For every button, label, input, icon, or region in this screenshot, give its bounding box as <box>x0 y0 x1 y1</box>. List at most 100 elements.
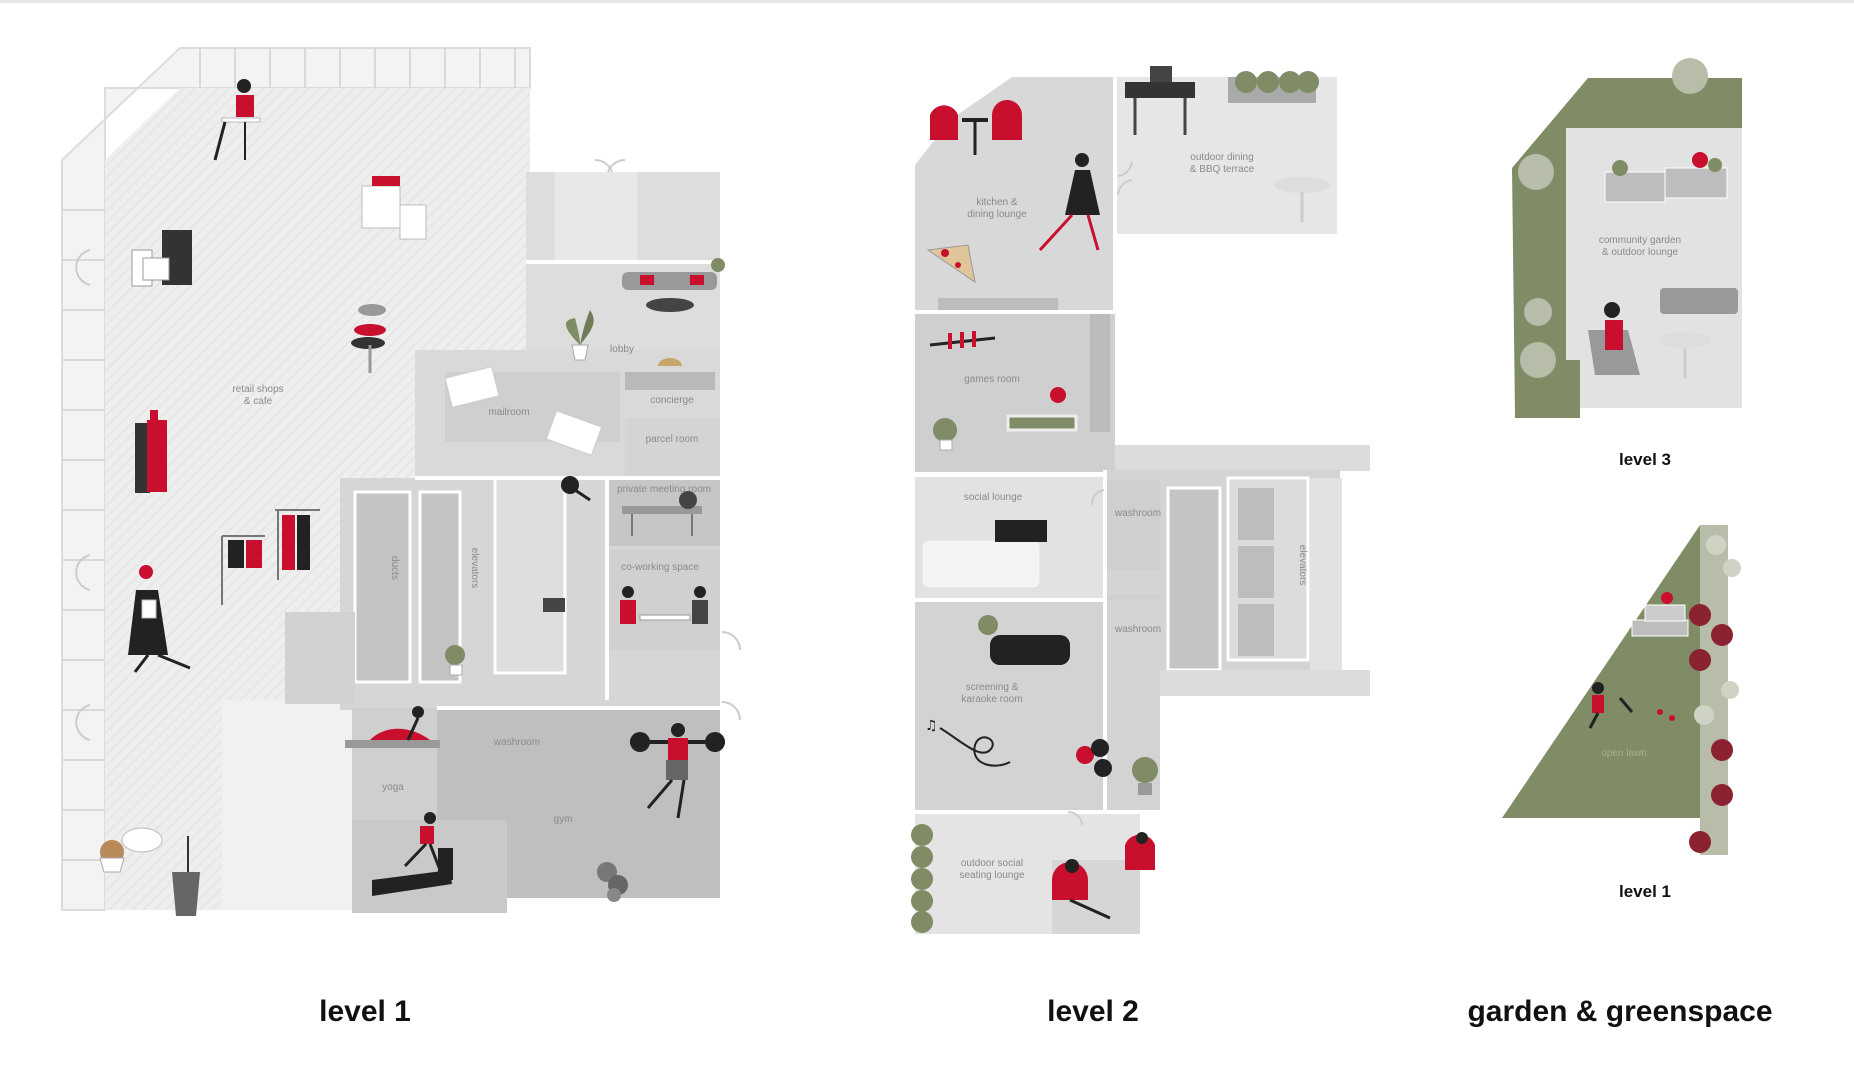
svg-text:♫: ♫ <box>925 718 938 734</box>
games-plant-icon <box>933 418 957 451</box>
shopping-bags-icon <box>361 176 427 240</box>
vacuum-icon <box>561 476 591 502</box>
level1-plan: retail shops& cafe lobby concierge mailr… <box>61 47 741 916</box>
level2-stair <box>1166 486 1222 672</box>
coffee-bag-icon <box>131 230 192 287</box>
label-mailroom: mailroom <box>488 407 529 418</box>
garden-reader-icon <box>1588 302 1640 375</box>
level1-doors <box>75 158 741 741</box>
level2-elevator-1 <box>1238 488 1274 540</box>
label-elevators-l2: elevators <box>1297 545 1308 586</box>
level1-retail-lower <box>222 700 352 910</box>
level1-figure-walker <box>128 565 191 673</box>
envelope-icon <box>444 366 603 456</box>
label-outdoor-dining: outdoor dining& BBQ terrace <box>1190 152 1255 175</box>
level2-elevator-2 <box>1238 546 1274 598</box>
label-lobby: lobby <box>610 344 634 355</box>
level2-corridor-top <box>1115 445 1370 471</box>
bistro-chairs-icon <box>930 100 1022 155</box>
foosball-icon <box>929 331 996 349</box>
cowork-figures-icon <box>620 586 708 624</box>
label-washroom-top: washroom <box>1114 508 1161 519</box>
tv-icon <box>995 520 1047 542</box>
label-kitchen: kitchen &dining lounge <box>967 197 1027 220</box>
muffin-icon <box>99 827 163 873</box>
treadmill-runner-icon <box>372 812 453 896</box>
garden-level3-plan: community garden& outdoor lounge <box>1512 58 1742 418</box>
lounge-sofa-icon <box>978 615 1070 665</box>
label-elevators-l1: elevators <box>469 548 480 589</box>
garden1-pale-trees <box>1694 535 1741 725</box>
garden1-berry-trees <box>1689 604 1733 853</box>
luggage-icon <box>135 410 167 493</box>
patio-table-garden-icon <box>1659 332 1711 378</box>
hat-stand-icon <box>351 304 386 373</box>
caption-level1: level 1 <box>319 995 411 1028</box>
level2-bbq-terrace <box>1115 77 1337 234</box>
patio-table-icon <box>1274 177 1330 222</box>
microphone-icon: ♫ <box>925 718 1011 767</box>
garden3-trees <box>1518 58 1708 378</box>
level2-plan: kitchen &dining lounge outdoor dining& B… <box>911 66 1370 934</box>
clothing-rack-icon <box>221 509 320 605</box>
level1-concierge-desk <box>625 372 715 390</box>
caption-garden-level3: level 3 <box>1619 450 1671 469</box>
outdoor-sofa-icon <box>1660 288 1738 314</box>
caption-level2: level 2 <box>1047 995 1139 1028</box>
label-gym: gym <box>554 814 573 825</box>
lobby-sofa-icon <box>622 258 725 312</box>
level1-lobby-inner <box>555 172 637 262</box>
garden-level1-plan: open lawn <box>1502 525 1741 855</box>
label-social: social lounge <box>964 492 1023 503</box>
raised-planters-icon <box>1604 152 1728 203</box>
label-washroom: washroom <box>493 737 540 748</box>
level1-retail-floor <box>105 88 530 910</box>
waiter-figure-icon <box>1038 153 1100 252</box>
level1-railing <box>62 48 516 861</box>
level2-corridor-right <box>1310 478 1342 678</box>
label-ducts: ducts <box>389 556 400 580</box>
level1-figure-cafe-diner <box>213 79 261 161</box>
level2-sofa <box>921 539 1041 589</box>
label-open-lawn: open lawn <box>1601 748 1647 759</box>
caption-garden-level1: level 1 <box>1619 882 1671 901</box>
level1-stair <box>493 476 567 675</box>
iced-drink-icon <box>172 836 200 916</box>
level2-hedge <box>911 824 933 933</box>
potted-plant-icon <box>565 310 594 361</box>
yoga-figure-icon <box>345 706 440 748</box>
label-meeting: private meeting room <box>617 484 711 495</box>
seated-people-icon <box>1052 832 1155 920</box>
level1-elevator-shaft-1 <box>353 490 412 684</box>
pizza-icon <box>926 244 976 284</box>
label-screening: screening &karaoke room <box>961 682 1022 705</box>
caption-garden: garden & greenspace <box>1467 995 1773 1028</box>
label-retail: retail shops& cafe <box>232 384 283 407</box>
level2-elevator-3 <box>1238 604 1274 656</box>
billiard-balls-icon <box>1076 739 1112 777</box>
concierge-bell-icon <box>658 358 682 366</box>
label-washroom-bottom: washroom <box>1114 624 1161 635</box>
label-concierge: concierge <box>650 395 694 406</box>
dumbbells-icon <box>597 862 628 902</box>
level2-washroom-top <box>1105 480 1160 570</box>
label-yoga: yoga <box>382 782 404 793</box>
garden1-bench-icon <box>1631 592 1689 637</box>
screening-plant-icon <box>1132 757 1158 795</box>
bbq-grill-icon <box>1125 66 1195 135</box>
level2-kitchen-counter <box>938 298 1058 310</box>
plant-corner-icon <box>445 645 465 676</box>
label-coworking: co-working space <box>621 562 699 573</box>
garden1-lawn <box>1502 525 1700 818</box>
label-community-garden: community garden& outdoor lounge <box>1599 235 1681 258</box>
garden1-player-icon <box>1588 682 1675 729</box>
top-rule <box>0 0 1854 3</box>
level1-side-block <box>285 612 355 704</box>
billiard-table-icon <box>1006 387 1078 432</box>
laptop-icon <box>543 598 565 612</box>
meeting-table-icon <box>622 491 702 536</box>
weightlifter-icon <box>630 723 725 819</box>
level1-parcel-block <box>625 418 720 476</box>
